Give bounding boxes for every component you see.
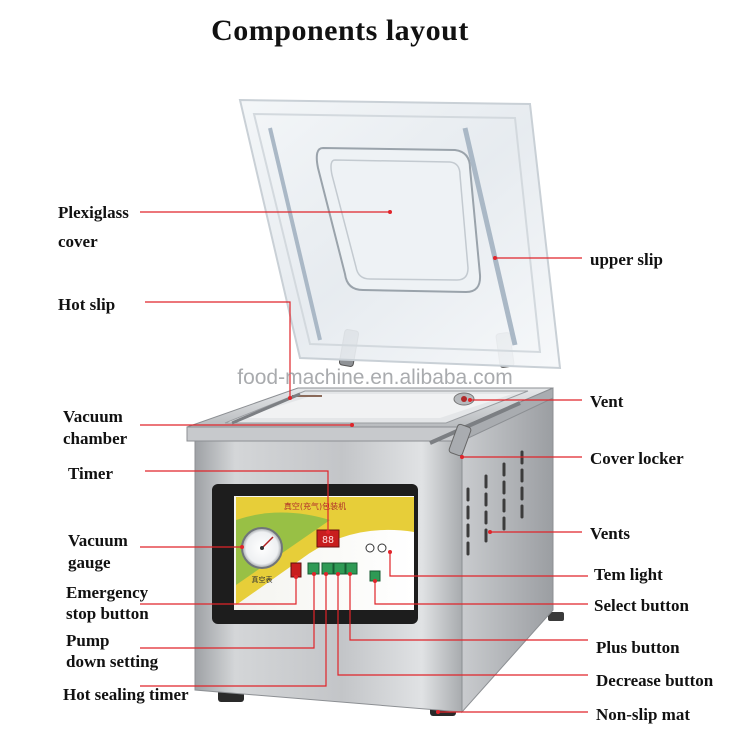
hot-sealing-timer-button[interactable] <box>321 562 334 575</box>
control-panel-header: 真空(充气)包装机 <box>284 501 346 511</box>
label-plus-button: Plus button <box>596 638 680 657</box>
upper-slip-right <box>462 127 518 346</box>
label-vent: Vent <box>590 392 624 411</box>
label-pump-down-line2: down setting <box>66 652 159 671</box>
label-emergency-stop-line1: Emergency <box>66 583 149 602</box>
tem-light-2 <box>377 543 387 553</box>
vacuum-chamber-inner <box>240 394 512 418</box>
label-vacuum-gauge-line2: gauge <box>68 553 111 572</box>
label-emergency-stop-line2: stop button <box>66 604 149 623</box>
label-vacuum-gauge-line1: Vacuum <box>68 531 128 550</box>
label-vacuum-chamber-line2: chamber <box>63 429 128 448</box>
machine-top-lip <box>186 426 463 442</box>
leader-dots <box>240 210 497 714</box>
emergency-stop-button[interactable] <box>290 562 302 578</box>
plexiglass-cover-dome <box>315 146 482 294</box>
machine-side-panel <box>461 396 554 714</box>
tem-light <box>365 543 375 553</box>
plexiglass-cover-rim <box>252 112 542 354</box>
label-plexiglass-cover-line1: Plexiglass <box>58 203 129 222</box>
upper-slip-left <box>268 127 322 341</box>
plexiglass-cover-dome-inner <box>330 159 469 281</box>
watermark: food-machine.en.alibaba.com <box>237 366 513 389</box>
label-select-button: Select button <box>594 596 689 615</box>
leader-lines <box>140 211 588 713</box>
page-title: Components layout <box>211 14 469 47</box>
label-cover-locker: Cover locker <box>590 449 684 468</box>
label-upper-slip: upper slip <box>590 250 663 269</box>
label-hot-slip: Hot slip <box>58 295 116 314</box>
decrease-button[interactable] <box>333 562 346 575</box>
label-decrease-button: Decrease button <box>596 671 714 690</box>
vacuum-gauge-hub <box>260 546 264 550</box>
label-tem-light: Tem light <box>594 565 663 584</box>
label-vacuum-chamber-line1: Vacuum <box>63 407 123 426</box>
label-timer: Timer <box>68 464 114 483</box>
foot-back <box>548 612 564 621</box>
cover-locker <box>448 423 472 457</box>
label-non-slip-mat: Non-slip mat <box>596 705 690 724</box>
vacuum-gauge-needle <box>261 536 274 549</box>
vent-port-hole <box>461 396 467 402</box>
plus-button[interactable] <box>345 562 358 575</box>
label-hot-sealing-timer: Hot sealing timer <box>63 685 189 704</box>
vacuum-gauge-caption: 真空表 <box>252 575 273 584</box>
label-vents: Vents <box>590 524 630 543</box>
label-plexiglass-cover-line2: cover <box>58 232 98 251</box>
hot-slip-bar-front <box>429 401 521 445</box>
label-pump-down-line1: Pump <box>66 631 110 650</box>
timer-display-digits: 88 <box>322 535 334 546</box>
